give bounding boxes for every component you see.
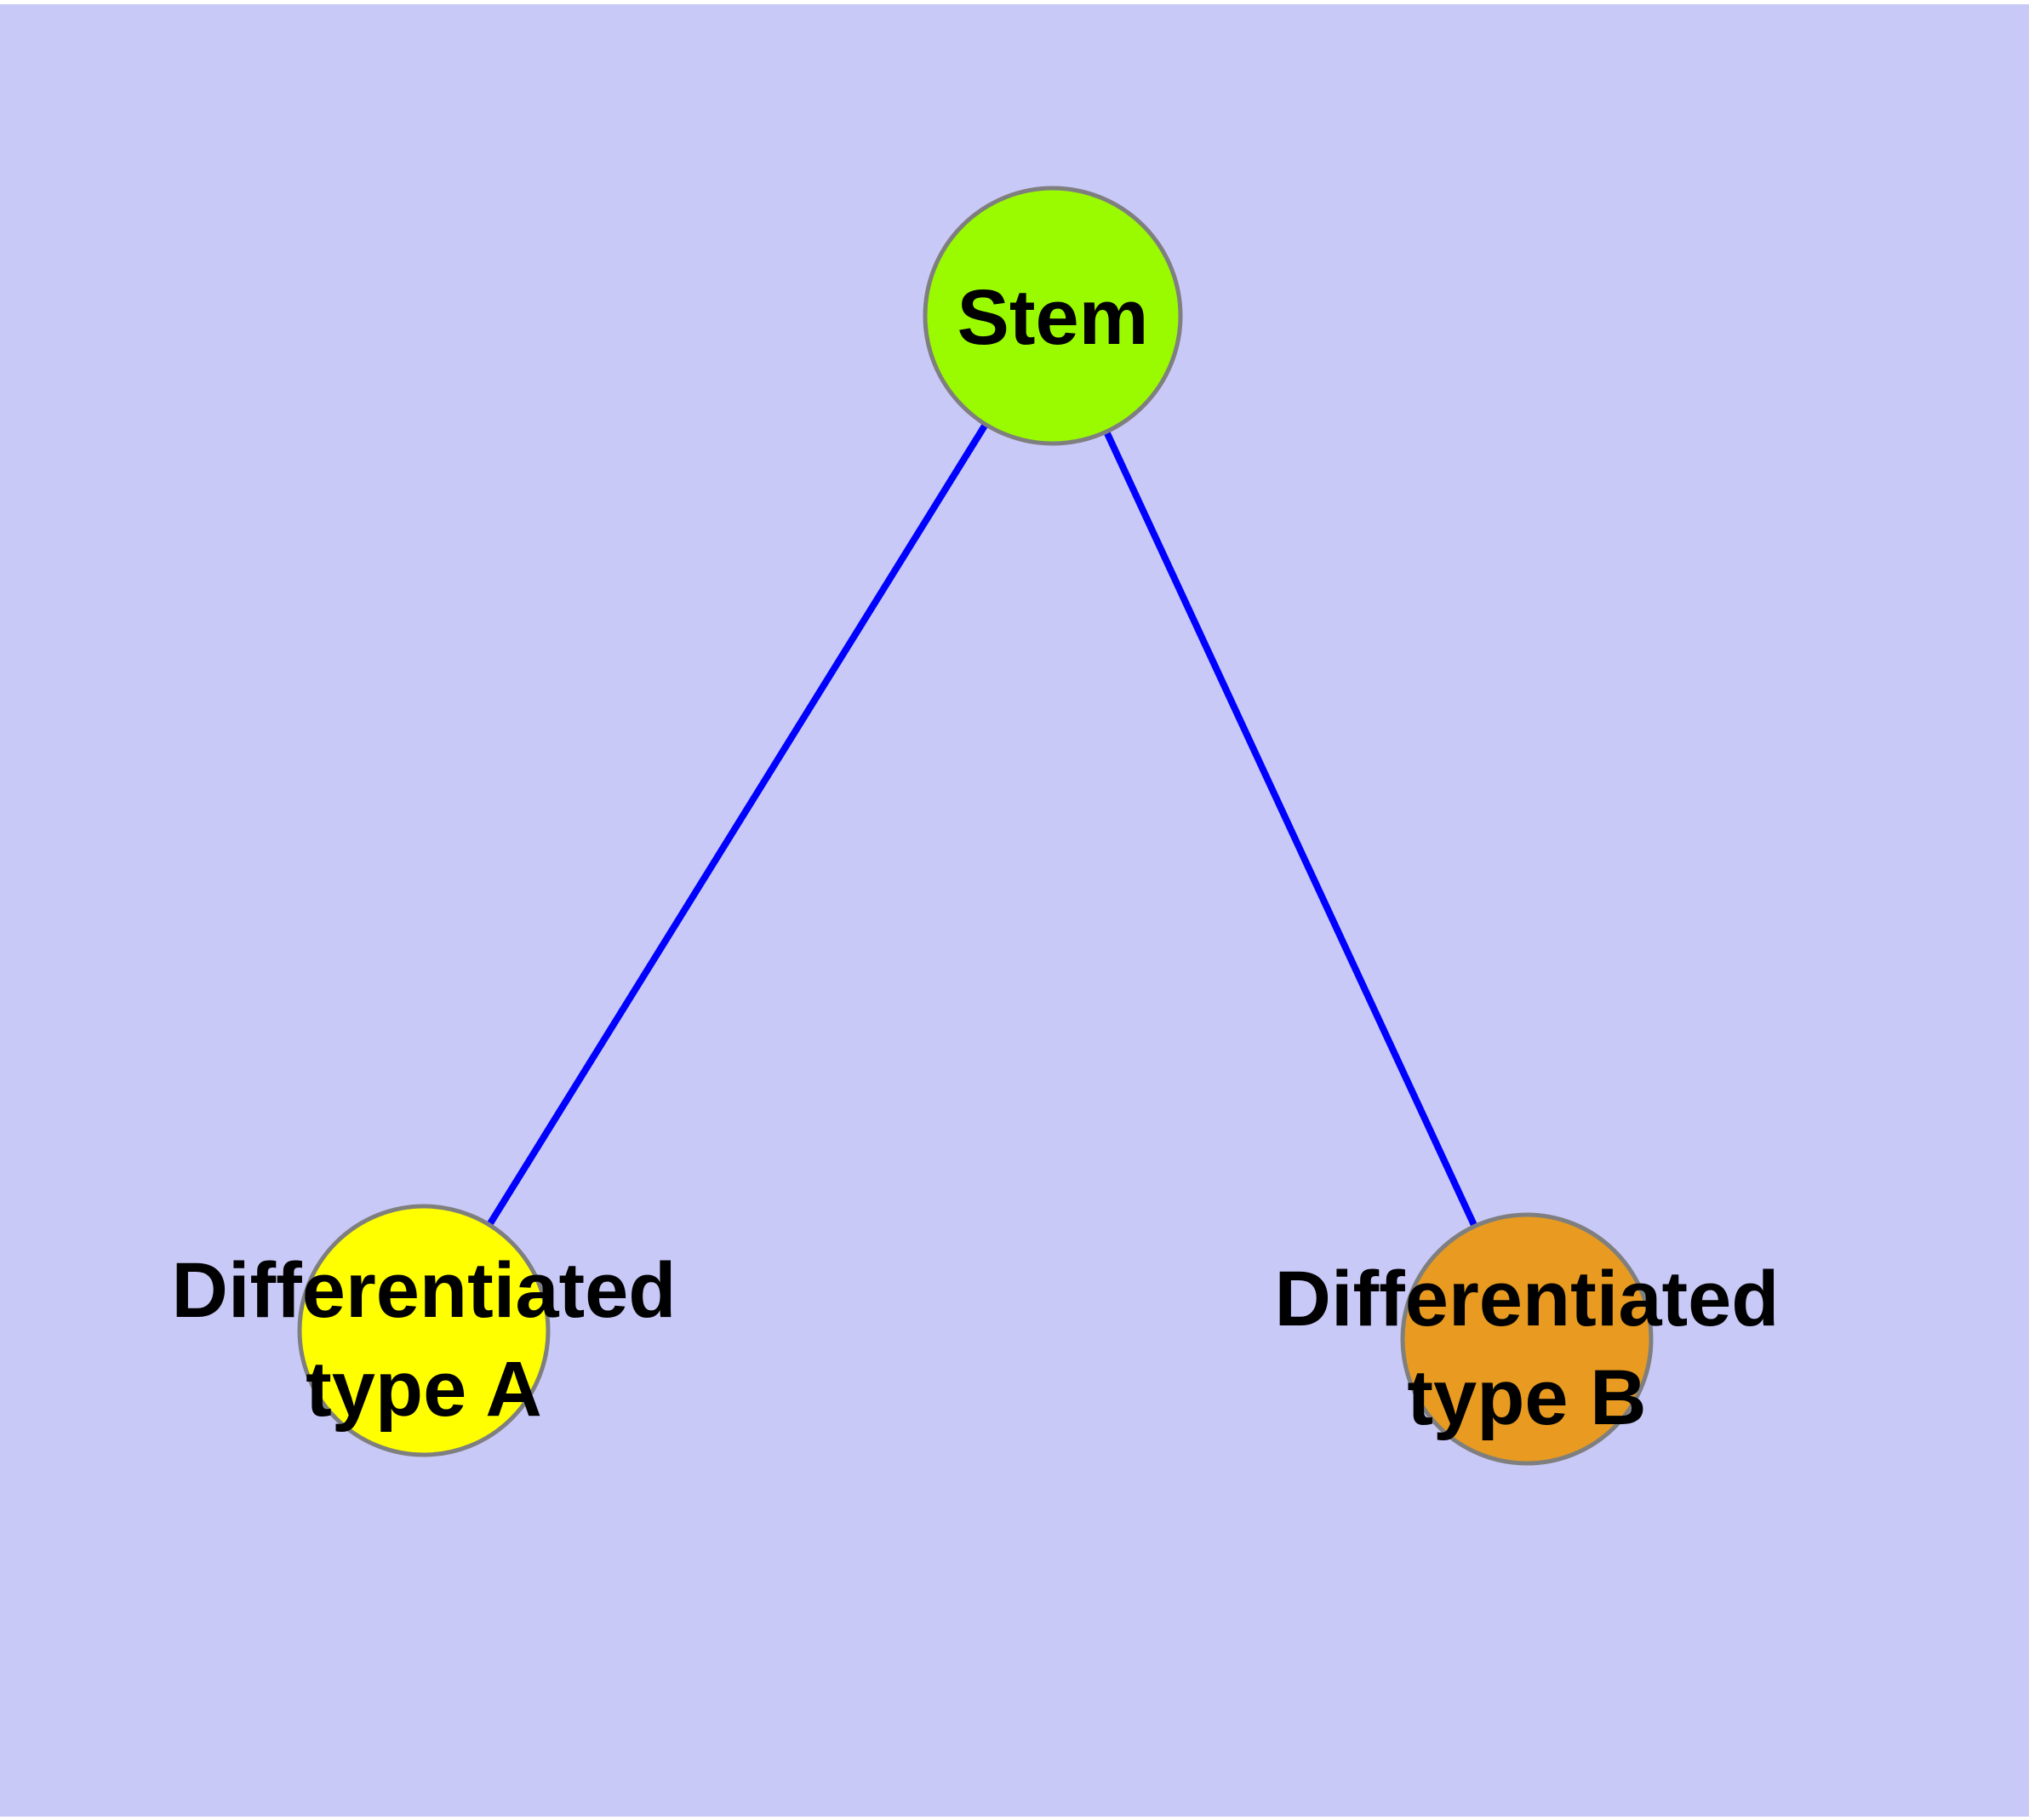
bottom-trim-strip bbox=[0, 1817, 2029, 1820]
node-stem bbox=[923, 186, 1183, 446]
node-type-b-label-line2: type B bbox=[1407, 1354, 1646, 1441]
top-trim-strip bbox=[0, 0, 2029, 4]
node-type-a-label-line2: type A bbox=[306, 1346, 542, 1433]
node-type-a-label-line1: Differentiated bbox=[172, 1247, 677, 1334]
node-type-b-label-line1: Differentiated bbox=[1275, 1256, 1780, 1342]
node-stem-label: Stem bbox=[957, 274, 1149, 361]
edge-stem-to-type-a bbox=[420, 313, 1056, 1333]
node-differentiated-type-a bbox=[297, 1204, 551, 1457]
edge-stem-to-type-b bbox=[1049, 314, 1530, 1341]
node-differentiated-type-b bbox=[1400, 1212, 1654, 1466]
